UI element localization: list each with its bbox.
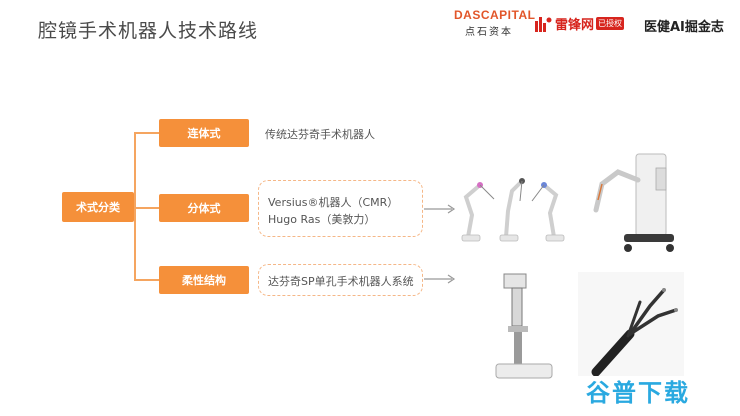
dashed-frame-split [258,180,423,237]
split-robot-cart-image [593,153,674,252]
branch-node-1: 连体式 [159,119,249,147]
branch-desc-2a: Versius®机器人（CMR） [268,196,399,209]
branch-node-label: 连体式 [187,127,221,140]
page-title: 腔镜手术机器人技术路线 [38,20,259,42]
branch-desc-1: 传统达芬奇手术机器人 [265,128,375,141]
arrow-flexible [424,274,456,284]
flexible-instrument-image [578,272,684,376]
medical-logo: 医健AI掘金志 [644,20,724,35]
watermark-text: 谷普下载 [586,379,690,407]
leifeng-logo-tag: 已授权 [596,17,625,30]
dascapital-logo-text: DASCAPITAL [454,8,536,22]
branch-node-label: 分体式 [187,202,221,215]
branch-node-3: 柔性结构 [159,266,249,294]
root-node: 术式分类 [62,192,134,222]
branch-desc-3: 达芬奇SP单孔手术机器人系统 [268,275,414,288]
branch-node-2: 分体式 [159,194,249,222]
leifeng-mark-icon [535,16,552,32]
split-robot-arms-image [461,178,565,242]
arrow-split [424,204,456,214]
root-node-label: 术式分类 [76,201,120,214]
branch-desc-2b: Hugo Ras（美敦力） [268,213,376,226]
leifeng-logo-text: 雷锋网 [555,18,595,33]
branch-connector-2 [134,207,159,209]
dascapital-logo-subtext: 点石资本 [465,27,513,38]
leifeng-logo: 雷锋网 已授权 [534,14,625,33]
watermark: 谷普下载 [586,373,690,408]
branch-connector-3 [134,279,159,281]
dascapital-logo: DASCAPITAL 点石资本 [454,8,536,38]
branch-connector-1 [134,132,159,134]
dashed-frame-flexible [258,264,423,296]
tree-trunk [134,132,136,280]
sp-robot-image [495,273,553,379]
branch-node-label: 柔性结构 [182,274,226,287]
